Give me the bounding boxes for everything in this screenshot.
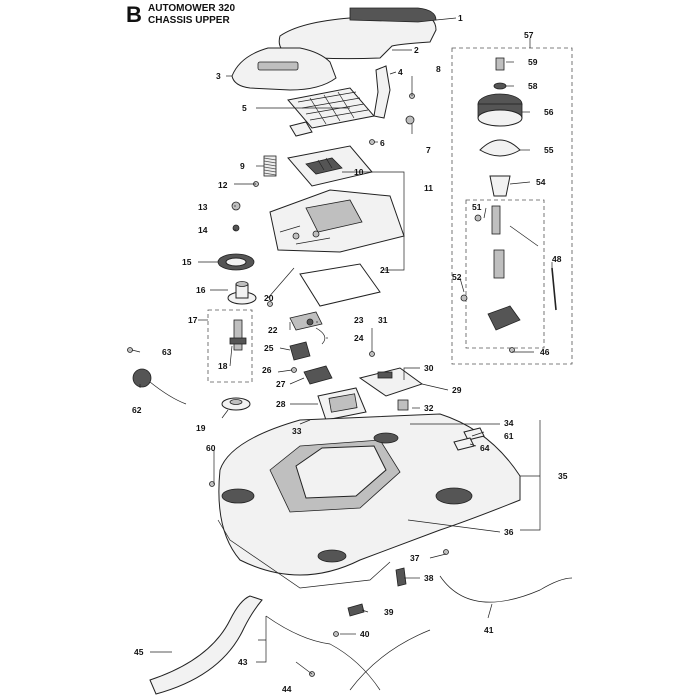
callout-24: 24: [354, 333, 364, 343]
callout-29: 29: [452, 385, 462, 395]
callout-25: 25: [264, 343, 274, 353]
callout-11: 11: [424, 183, 433, 193]
callout-64: 64: [480, 443, 490, 453]
part-clip-64: [453, 437, 475, 451]
callout-8: 8: [436, 64, 441, 74]
callout-9: 9: [240, 161, 245, 171]
callout-12: 12: [218, 180, 228, 190]
part-spring: [263, 155, 277, 177]
part-control-module: [358, 367, 424, 411]
callout-19: 19: [196, 423, 206, 433]
callout-23: 23: [354, 315, 364, 325]
callout-59: 59: [528, 57, 538, 67]
part-front-cover: [231, 47, 337, 91]
part-rod: [551, 267, 557, 311]
callout-46: 46: [540, 347, 550, 357]
part-keypad-membrane: [287, 145, 373, 187]
callout-56: 56: [544, 107, 554, 117]
section-letter: B: [126, 2, 142, 27]
model-title: AUTOMOWER 320: [148, 3, 236, 14]
callout-40: 40: [360, 629, 370, 639]
part-clip-25: [289, 341, 311, 361]
callout-4: 4: [398, 67, 403, 77]
callout-37: 37: [410, 553, 420, 563]
callout-38: 38: [424, 573, 434, 583]
part-top-cover: [278, 7, 437, 60]
callout-61: 61: [504, 431, 514, 441]
callout-60: 60: [206, 443, 216, 453]
callout-20: 20: [264, 293, 274, 303]
callout-10: 10: [354, 167, 364, 177]
callout-6: 6: [380, 138, 385, 148]
callout-34: 34: [504, 418, 514, 428]
part-bracket: [373, 65, 391, 119]
part-clip-61: [463, 427, 485, 441]
callout-63: 63: [162, 347, 172, 357]
part-sensor-stack: [229, 319, 247, 351]
part-display-housing: [269, 189, 405, 253]
callout-15: 15: [182, 257, 192, 267]
leader-lines: [131, 17, 553, 675]
callout-26: 26: [262, 365, 272, 375]
assembly-title: CHASSIS UPPER: [148, 15, 230, 26]
part-clamp-39: [347, 603, 365, 617]
callout-31: 31: [378, 315, 388, 325]
callout-35: 35: [558, 471, 568, 481]
callout-3: 3: [216, 71, 221, 81]
callout-17: 17: [188, 315, 198, 325]
callout-48: 48: [552, 254, 562, 264]
part-bracket-38: [395, 567, 407, 587]
callout-14: 14: [198, 225, 208, 235]
subassembly-box-51: [465, 199, 545, 349]
part-cable-24: [315, 327, 326, 345]
callout-2: 2: [414, 45, 419, 55]
callout-55: 55: [544, 145, 554, 155]
callout-44: 44: [282, 684, 292, 694]
part-washer: [221, 397, 251, 411]
part-bearing-ring: [217, 253, 255, 271]
part-shaft: [227, 281, 257, 305]
callout-27: 27: [276, 379, 286, 389]
subassembly-box-57: [451, 47, 573, 365]
callout-1: 1: [458, 13, 463, 23]
part-hose: [149, 595, 263, 695]
callout-39: 39: [384, 607, 394, 617]
callout-16: 16: [196, 285, 206, 295]
callout-57: 57: [524, 30, 534, 40]
part-sensor-cap: [132, 368, 187, 405]
callout-22: 22: [268, 325, 278, 335]
callout-30: 30: [424, 363, 434, 373]
callout-36: 36: [504, 527, 514, 537]
part-gasket: [299, 263, 381, 307]
callout-43: 43: [238, 657, 248, 667]
part-keypad-frame: [287, 87, 375, 137]
part-cable-harness: [265, 575, 573, 691]
callout-5: 5: [242, 103, 247, 113]
callout-18: 18: [218, 361, 228, 371]
callout-21: 21: [380, 265, 390, 275]
callout-62: 62: [132, 405, 142, 415]
callout-41: 41: [484, 625, 494, 635]
callout-54: 54: [536, 177, 546, 187]
callout-13: 13: [198, 202, 208, 212]
callout-45: 45: [134, 647, 144, 657]
part-chassis-upper: [217, 413, 521, 589]
callout-58: 58: [528, 81, 538, 91]
callout-52: 52: [452, 272, 462, 282]
part-height-adjust: [487, 205, 539, 331]
part-board-22: [289, 311, 323, 331]
subassembly-box-17: [207, 309, 253, 383]
callout-28: 28: [276, 399, 286, 409]
callout-7: 7: [426, 145, 431, 155]
callout-33: 33: [292, 426, 302, 436]
callout-51: 51: [472, 202, 482, 212]
callout-32: 32: [424, 403, 434, 413]
part-board-27: [303, 365, 333, 385]
part-motor-stack: [477, 57, 523, 197]
part-connector-23: [306, 318, 314, 326]
